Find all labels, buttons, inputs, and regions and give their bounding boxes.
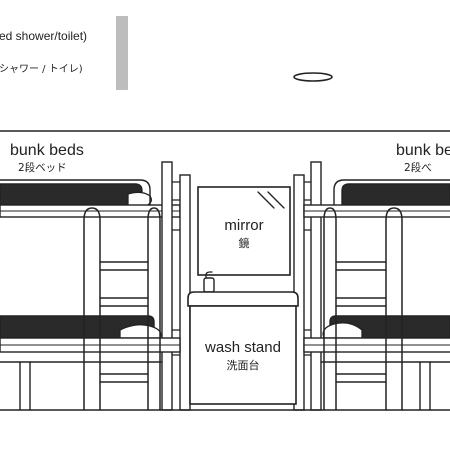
mirror: mirror 鏡 — [197, 186, 291, 276]
right-post-inner — [310, 161, 322, 411]
wash-stand: wash stand 洗面台 — [187, 271, 299, 405]
left-post-outer — [179, 174, 191, 411]
right-bunk-bed — [293, 161, 450, 411]
left-upper-mattress — [0, 183, 143, 206]
faucet-icon — [203, 271, 215, 293]
right-ladder — [323, 207, 403, 411]
header-label-jp: シャワー / トイレ) — [0, 64, 83, 75]
wash-basin — [187, 291, 299, 307]
left-post-inner — [161, 161, 173, 411]
wash-stand-label-jp: 洗面台 — [227, 358, 260, 372]
left-bunk-beds-label-jp: 2段ベッド — [18, 161, 67, 174]
mirror-label: mirror — [224, 217, 263, 234]
ceiling-light-icon — [293, 72, 333, 82]
wash-stand-label: wash stand — [204, 339, 281, 356]
left-ladder — [83, 207, 161, 411]
left-bunk-bed — [0, 161, 191, 411]
right-upper-mattress — [341, 183, 450, 206]
partition-bar — [116, 16, 128, 90]
wash-stand-cabinet — [189, 305, 297, 405]
right-bunk-beds-label-jp: 2段べ — [404, 161, 432, 174]
left-bunk-beds-label: bunk beds — [10, 142, 84, 159]
header-label-en: ed shower/toilet) — [0, 29, 87, 43]
left-lower-pillow — [119, 324, 162, 339]
left-upper-pillow — [127, 191, 152, 207]
mirror-label-jp: 鏡 — [239, 236, 250, 250]
right-bunk-beds-label: bunk be — [396, 142, 450, 159]
mirror-frame — [197, 186, 291, 276]
